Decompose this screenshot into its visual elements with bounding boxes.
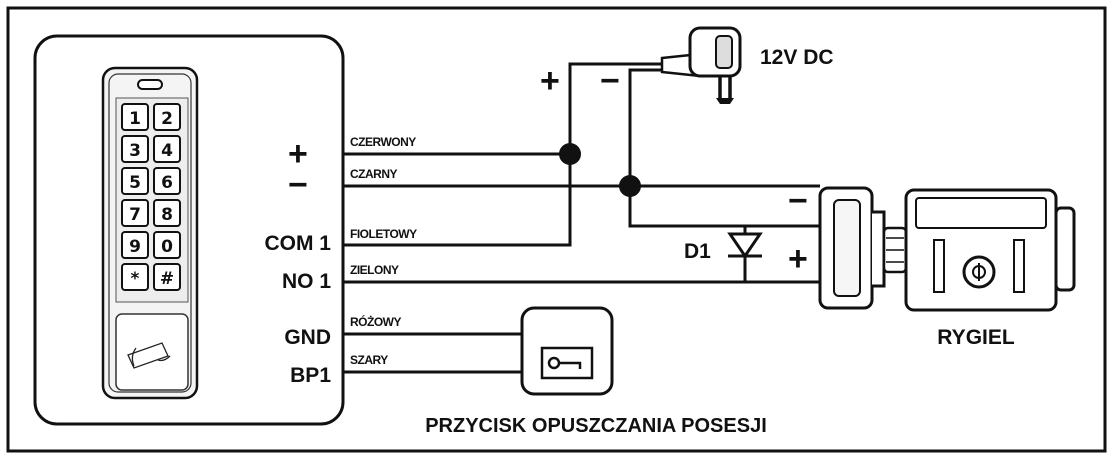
- keypad-key-label: 6: [161, 173, 173, 193]
- wire-bolt-minus: [628, 186, 820, 228]
- junction-dot-red: [559, 143, 581, 165]
- wire-label-szary: SZARY: [350, 353, 388, 367]
- gnd-label: GND: [284, 326, 331, 349]
- keypad-key-label: 9: [129, 237, 141, 257]
- keypad-key-label: 5: [129, 173, 141, 193]
- keypad-key-label: 1: [129, 109, 141, 129]
- keypad-key-label: 2: [161, 109, 173, 129]
- keypad-key: [153, 135, 181, 163]
- keypad-key: [121, 231, 149, 259]
- no1-label: NO 1: [282, 270, 331, 293]
- keypad-key: [121, 199, 149, 227]
- wire-label-rozowy: RÓŻOWY: [350, 314, 401, 329]
- wire-label-zielony: ZIELONY: [350, 263, 399, 277]
- com1-label: COM 1: [264, 232, 331, 255]
- keypad-key: [121, 135, 149, 163]
- wire-label-czerwony: CZERWONY: [350, 135, 416, 149]
- bolt-icon: [818, 186, 1076, 312]
- keypad-key-label: 3: [129, 141, 141, 161]
- keypad-key: [153, 231, 181, 259]
- bolt-minus-label: −: [788, 182, 808, 220]
- keypad-key: [153, 167, 181, 195]
- keypad-key: [121, 103, 149, 131]
- keypad-key: [153, 263, 181, 291]
- keypad-key-label: #: [160, 269, 174, 289]
- keypad-key-label: 4: [161, 141, 173, 161]
- card-icon: [127, 342, 171, 369]
- terminal-plus-label: +: [288, 135, 308, 173]
- keypad-key-label: 8: [161, 205, 173, 225]
- keypad-key-label: 7: [129, 205, 141, 225]
- keypad-key: [153, 103, 181, 131]
- keypad-device-inner: [108, 73, 192, 393]
- rfid-reader: [115, 313, 189, 391]
- psu-minus-label: −: [600, 62, 620, 100]
- keypad-key: [121, 263, 149, 291]
- power-supply-icon: [660, 26, 742, 104]
- psu-plus-label: +: [540, 62, 560, 100]
- led-indicator: [137, 79, 163, 90]
- exit-button-icon: [520, 306, 614, 396]
- diode-label: D1: [684, 240, 711, 263]
- power-supply-label: 12V DC: [760, 46, 834, 69]
- keypad-key-label: *: [131, 269, 140, 289]
- wire-label-czarny: CZARNY: [350, 167, 397, 181]
- wire-label-fioletowy: FIOLETOWY: [350, 227, 417, 241]
- keypad-key: [121, 167, 149, 195]
- bolt-plus-label: +: [788, 240, 808, 278]
- terminal-minus-label: −: [288, 166, 308, 204]
- bolt-label: RYGIEL: [937, 326, 1015, 349]
- keypad-key: [153, 199, 181, 227]
- junction-dot-black: [619, 175, 641, 197]
- keypad-key-label: 0: [161, 237, 173, 257]
- exit-button-label: PRZYCISK OPUSZCZANIA POSESJI: [425, 415, 767, 437]
- diode-icon: [727, 232, 763, 259]
- bp1-label: BP1: [290, 364, 331, 387]
